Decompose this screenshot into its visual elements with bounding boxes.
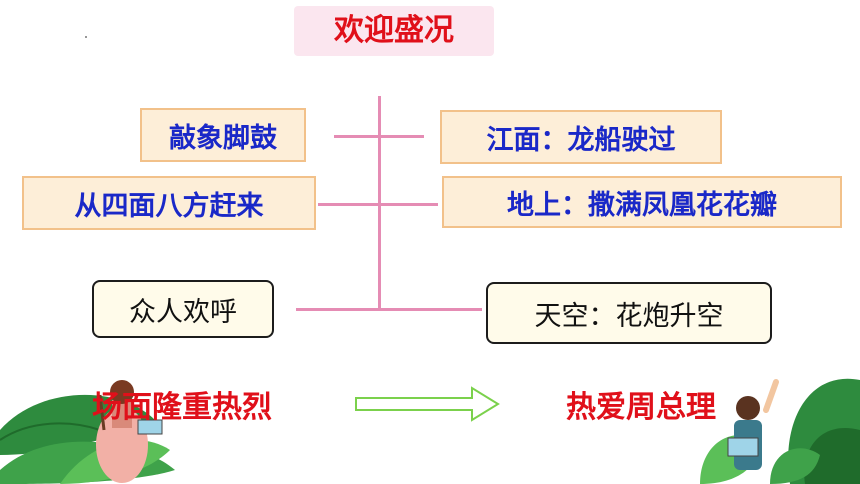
right-box-sky: 天空：花炮升空: [486, 282, 772, 344]
left-box-cheer: 众人欢呼: [92, 280, 274, 338]
leaf-cluster-right-icon: [700, 378, 860, 484]
connector-lines: [296, 96, 482, 311]
right-box-ground: 地上：撒满凤凰花花瓣: [442, 176, 842, 228]
left-box-arrival: 从四面八方赶来: [22, 176, 316, 230]
page-title: 欢迎盛况: [334, 13, 454, 48]
conclusion-left: 场面隆重热烈: [92, 390, 272, 425]
dot-marker: [85, 36, 87, 38]
conclusion-right: 热爱周总理: [566, 390, 716, 425]
boy-figure-icon: [727, 379, 779, 470]
left-box-drum: 敲象脚鼓: [140, 108, 306, 162]
girl-figure-icon: [96, 380, 163, 483]
title-box: 欢迎盛况: [294, 6, 494, 56]
right-arrow-icon: [355, 386, 500, 422]
right-box-river: 江面：龙船驶过: [440, 110, 722, 164]
